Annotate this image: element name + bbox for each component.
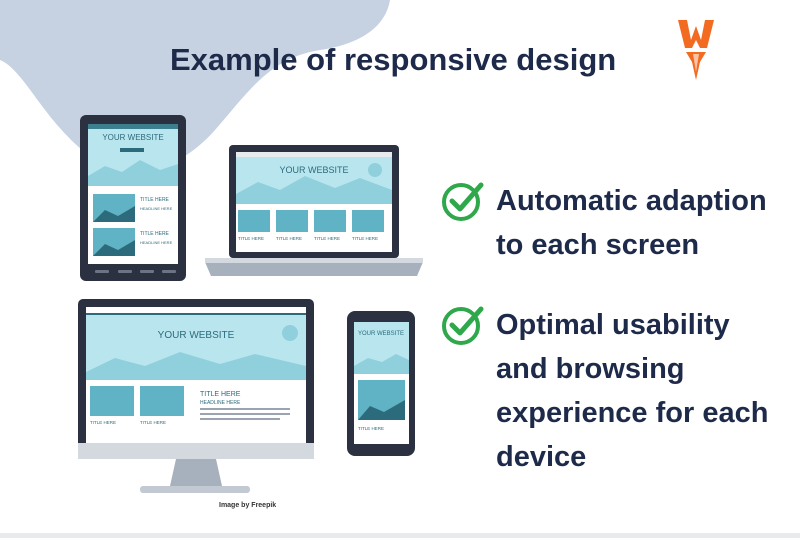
bullet-2-line-4: device <box>496 441 587 473</box>
phone-title: TITLE HERE <box>358 426 384 431</box>
monitor-heading: YOUR WEBSITE <box>158 330 235 341</box>
laptop-card-title-2: TITLE HERE <box>276 236 302 241</box>
monitor-card-title-1: TITLE HERE <box>90 420 116 425</box>
phone-mockup: YOUR WEBSITE TITLE HERE <box>347 311 415 456</box>
monitor-card-title-2: TITLE HERE <box>140 420 166 425</box>
bullet-2-line-2: and browsing <box>496 353 685 385</box>
monitor-title: TITLE HERE <box>200 391 241 398</box>
tablet-card-title-2: TITLE HERE <box>140 231 170 237</box>
green-check-icon <box>442 306 484 345</box>
phone-heading: YOUR WEBSITE <box>358 331 404 337</box>
bullet-1-line-2: to each screen <box>496 229 700 261</box>
bullet-1-line-1: Automatic adaption <box>496 185 767 217</box>
bullet-optimal-usability: Optimal usability and browsing experienc… <box>440 303 768 479</box>
bullet-auto-adaption: Automatic adaption to each screen <box>440 179 767 267</box>
image-credit: Image by Freepik <box>219 502 277 509</box>
bottom-divider <box>0 533 800 538</box>
brand-w-logo-icon <box>678 20 714 80</box>
tablet-card-sub-2: HEADLINE HERE <box>140 240 173 245</box>
laptop-card-title-1: TITLE HERE <box>238 236 264 241</box>
monitor-sub: HEADLINE HERE <box>200 400 241 406</box>
tablet-mockup: YOUR WEBSITE TITLE HERE HEADLINE HERE TI… <box>80 115 186 281</box>
laptop-mockup: YOUR WEBSITE TITLE HERE TITLE HERE TITLE… <box>205 145 423 276</box>
tablet-card-title-1: TITLE HERE <box>140 197 170 203</box>
tablet-card-sub-1: HEADLINE HERE <box>140 206 173 211</box>
green-check-icon <box>442 182 484 221</box>
tablet-heading: YOUR WEBSITE <box>102 133 163 142</box>
page-title: Example of responsive design <box>170 42 617 77</box>
laptop-card-title-4: TITLE HERE <box>352 236 378 241</box>
desktop-monitor-mockup: YOUR WEBSITE TITLE HERE HEADLINE HERE TI… <box>78 299 314 493</box>
bullet-2-line-1: Optimal usability <box>496 309 730 341</box>
bullet-2-line-3: experience for each <box>496 397 769 429</box>
laptop-heading: YOUR WEBSITE <box>279 165 348 175</box>
laptop-card-title-3: TITLE HERE <box>314 236 340 241</box>
